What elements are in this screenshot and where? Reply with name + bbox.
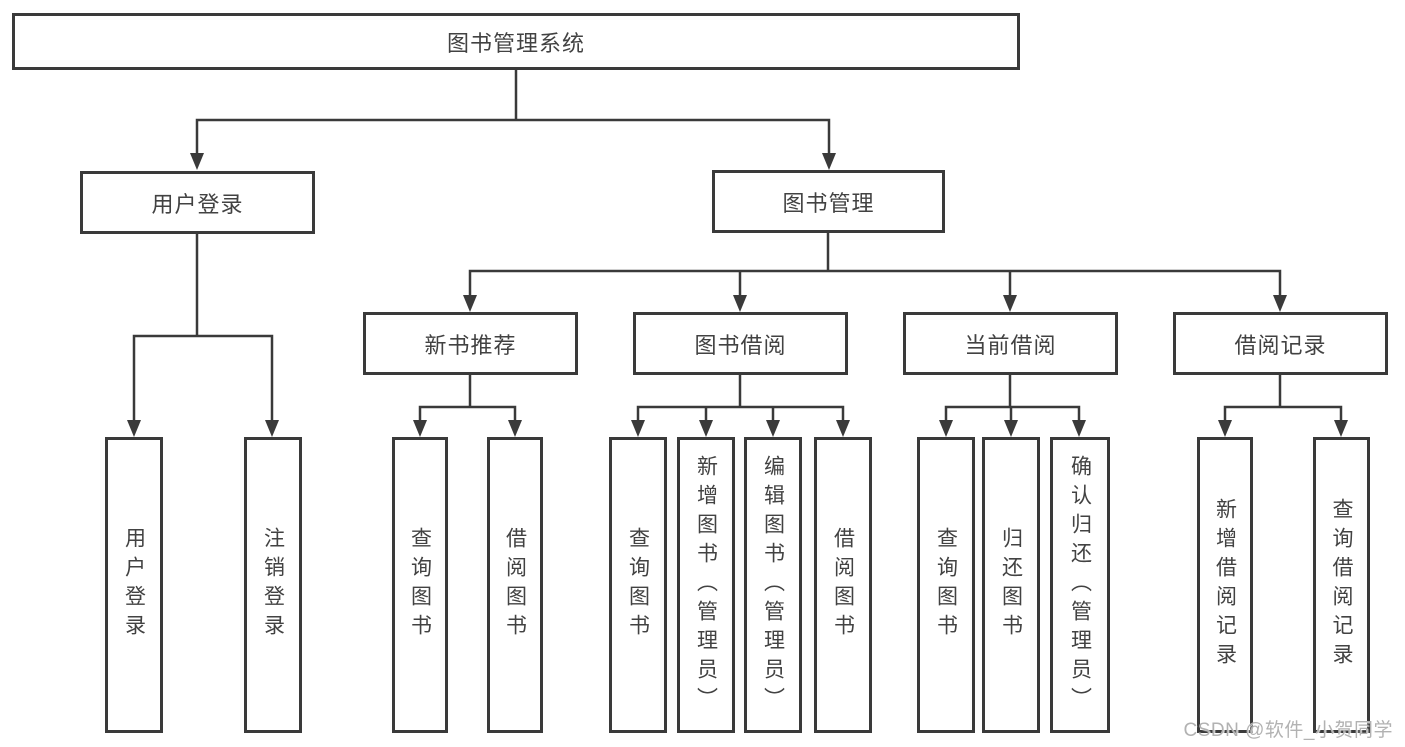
leaf-add-books-admin: 新增图书（管理员）: [677, 437, 735, 733]
leaf-user-login: 用户登录: [105, 437, 163, 733]
node-new-book-recommend: 新书推荐: [363, 312, 578, 375]
leaf-confirm-return-admin: 确认归还（管理员）: [1050, 437, 1110, 733]
arrowheads: [127, 153, 1348, 437]
node-borrow-records: 借阅记录: [1173, 312, 1388, 375]
leaf-query-books-recommend: 查询图书: [392, 437, 448, 733]
node-user-login: 用户登录: [80, 171, 315, 234]
leaf-query-borrow-record: 查询借阅记录: [1313, 437, 1370, 733]
node-root: 图书管理系统: [12, 13, 1020, 70]
leaf-borrow-books-recommend: 借阅图书: [487, 437, 543, 733]
leaf-edit-books-admin: 编辑图书（管理员）: [744, 437, 802, 733]
leaf-add-borrow-record: 新增借阅记录: [1197, 437, 1253, 733]
node-book-borrow: 图书借阅: [633, 312, 848, 375]
leaf-return-books: 归还图书: [982, 437, 1040, 733]
leaf-query-books-borrow: 查询图书: [609, 437, 667, 733]
node-current-borrow: 当前借阅: [903, 312, 1118, 375]
node-book-management: 图书管理: [712, 170, 945, 233]
leaf-query-books-current: 查询图书: [917, 437, 975, 733]
leaf-borrow-books: 借阅图书: [814, 437, 872, 733]
leaf-logout: 注销登录: [244, 437, 302, 733]
